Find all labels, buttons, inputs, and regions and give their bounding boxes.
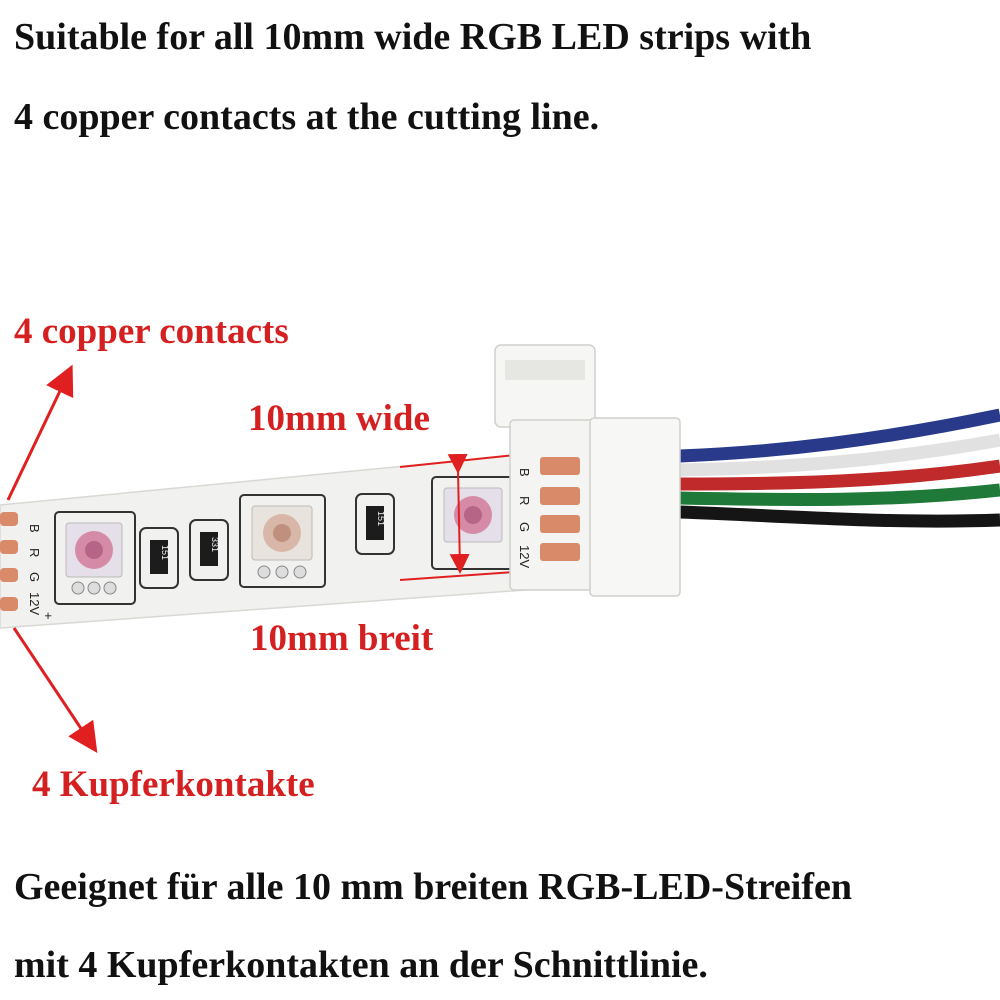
- callout-arrows: [6, 364, 98, 753]
- resistor-code-3: 151: [376, 511, 386, 526]
- pad-label-b: B: [27, 524, 42, 533]
- rgb-led-2: [239, 494, 326, 588]
- callout-width-de: 10mm breit: [250, 618, 434, 659]
- arrow-up-icon: [6, 364, 74, 501]
- pad-label-g: G: [27, 572, 42, 582]
- headline-german-line-1: Geeignet für alle 10 mm breiten RGB-LED-…: [14, 866, 852, 908]
- clip-connector: B R G 12V: [494, 344, 681, 597]
- rgb-wires: [679, 408, 1000, 528]
- connector-label-g: G: [517, 522, 532, 532]
- pad-label-plus: +: [41, 612, 56, 620]
- resistor-1: 151: [139, 527, 179, 589]
- width-indicator: [399, 453, 516, 581]
- resistor-code-2: 331: [210, 537, 220, 552]
- headline-german-line-2: mit 4 Kupferkontakten an der Schnittlini…: [14, 944, 708, 986]
- connector-copper-contacts: [540, 457, 580, 561]
- left-copper-contacts: [0, 512, 18, 611]
- pad-label-r: R: [27, 548, 42, 557]
- headline-english-line-2: 4 copper contacts at the cutting line.: [14, 96, 600, 138]
- headline-english-line-1: Suitable for all 10mm wide RGB LED strip…: [14, 16, 812, 58]
- led-strip: B R G 12V + 151 331: [0, 453, 526, 629]
- rgb-led-1: [54, 511, 136, 605]
- resistor-2: 331: [189, 519, 229, 581]
- connector-label-r: R: [517, 496, 532, 505]
- connector-label-12v: 12V: [517, 545, 532, 568]
- arrow-down-icon: [12, 627, 98, 753]
- callout-width-en: 10mm wide: [248, 398, 430, 439]
- left-pad-labels: B R G 12V +: [27, 524, 56, 620]
- callout-copper-contacts-en: 4 copper contacts: [14, 311, 289, 352]
- resistor-3: 151: [355, 493, 395, 555]
- resistor-code-1: 151: [160, 545, 170, 560]
- pad-label-12v: 12V: [27, 592, 42, 615]
- connector-label-b: B: [517, 468, 532, 477]
- callout-copper-contacts-de: 4 Kupferkontakte: [32, 764, 315, 805]
